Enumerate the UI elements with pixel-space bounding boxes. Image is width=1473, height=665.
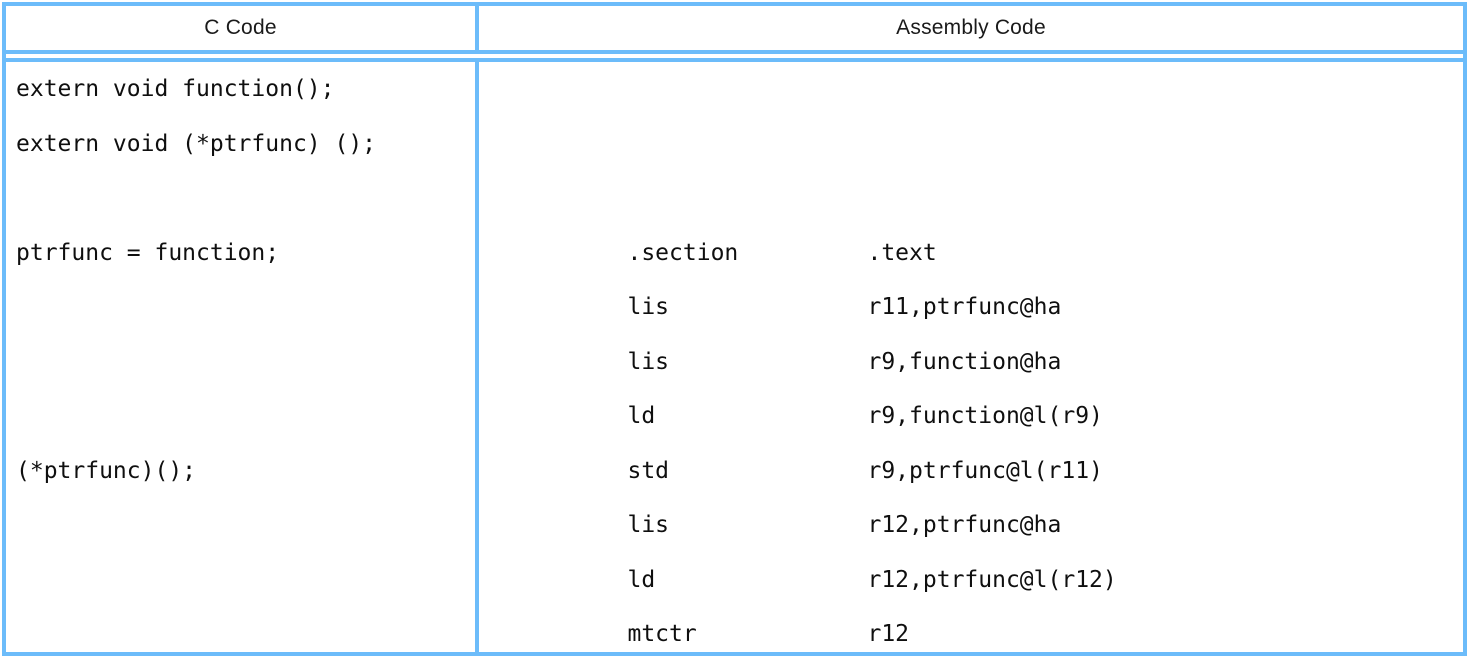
c-code-line: [16, 498, 475, 553]
assembly-code-listing: .section .text lis r11,ptrfunc@ha lis r9,fu…: [489, 62, 1463, 652]
assembly-mnemonic: ld: [627, 403, 656, 429]
c-code-line: [16, 607, 475, 652]
assembly-mnemonic: lis: [627, 512, 670, 538]
c-code-line: [16, 171, 475, 226]
c-code-line: extern void (*ptrfunc) ();: [16, 130, 377, 157]
assembly-operands: r12,ptrfunc@l(r12): [867, 566, 1117, 593]
assembly-code-line: ld r12,ptrfunc@l(r12): [489, 498, 1463, 593]
assembly-code-line: ld r9,function@l(r9): [489, 335, 1463, 429]
assembly-operands: r12: [867, 621, 910, 647]
table-header-row: C Code Assembly Code: [6, 6, 1463, 50]
assembly-operands: r9,function@l(r9): [867, 403, 1103, 429]
cell-assembly-code: .section .text lis r11,ptrfunc@ha lis r9,fu…: [479, 62, 1463, 652]
c-code-listing: extern void function(); extern void (*pt…: [16, 62, 475, 652]
assembly-code-line: std r9,ptrfunc@l(r11): [489, 389, 1463, 484]
assembly-mnemonic: .section: [627, 239, 739, 266]
column-header-assembly-code: Assembly Code: [479, 6, 1463, 50]
assembly-code-line: lis r9,function@ha: [489, 280, 1463, 375]
assembly-mnemonic: lis: [627, 294, 670, 320]
code-comparison-table: C Code Assembly Code extern void functio…: [2, 2, 1467, 656]
assembly-operands: r12,ptrfunc@ha: [867, 512, 1062, 538]
assembly-code-line: lis r11,ptrfunc@ha: [489, 226, 1463, 320]
c-code-line: [16, 389, 475, 444]
cell-c-code: extern void function(); extern void (*pt…: [6, 62, 479, 652]
assembly-mnemonic: mtctr: [627, 621, 697, 647]
c-code-line: ptrfunc = function;: [16, 239, 280, 266]
assembly-operands: r9,function@ha: [867, 348, 1062, 375]
c-code-line: [16, 335, 475, 390]
assembly-mnemonic: lis: [627, 348, 670, 375]
column-header-c-code-label: C Code: [204, 16, 277, 39]
assembly-operands: .text: [867, 239, 937, 266]
assembly-code-line: lis r12,ptrfunc@ha: [489, 444, 1463, 538]
c-code-line: (*ptrfunc)();: [16, 457, 197, 484]
assembly-code-line: [489, 62, 1463, 117]
assembly-mnemonic: std: [627, 457, 670, 484]
header-separator-gap: [6, 54, 1463, 58]
header-separator-line-top: [6, 50, 1463, 54]
assembly-code-line: .section .text: [489, 171, 1463, 266]
c-code-line: [16, 280, 475, 335]
assembly-operands: r11,ptrfunc@ha: [867, 294, 1062, 320]
assembly-mnemonic: ld: [627, 566, 656, 593]
c-code-line: [16, 553, 475, 608]
assembly-operands: r9,ptrfunc@l(r11): [867, 457, 1103, 484]
column-header-c-code: C Code: [6, 6, 479, 50]
assembly-code-line: mtctr r12: [489, 553, 1463, 647]
table-body-row: extern void function(); extern void (*pt…: [6, 62, 1463, 652]
c-code-line: extern void function();: [16, 76, 335, 102]
header-separator-line-bottom: [6, 58, 1463, 62]
header-separator: [6, 50, 1463, 62]
column-header-assembly-code-label: Assembly Code: [896, 16, 1046, 39]
